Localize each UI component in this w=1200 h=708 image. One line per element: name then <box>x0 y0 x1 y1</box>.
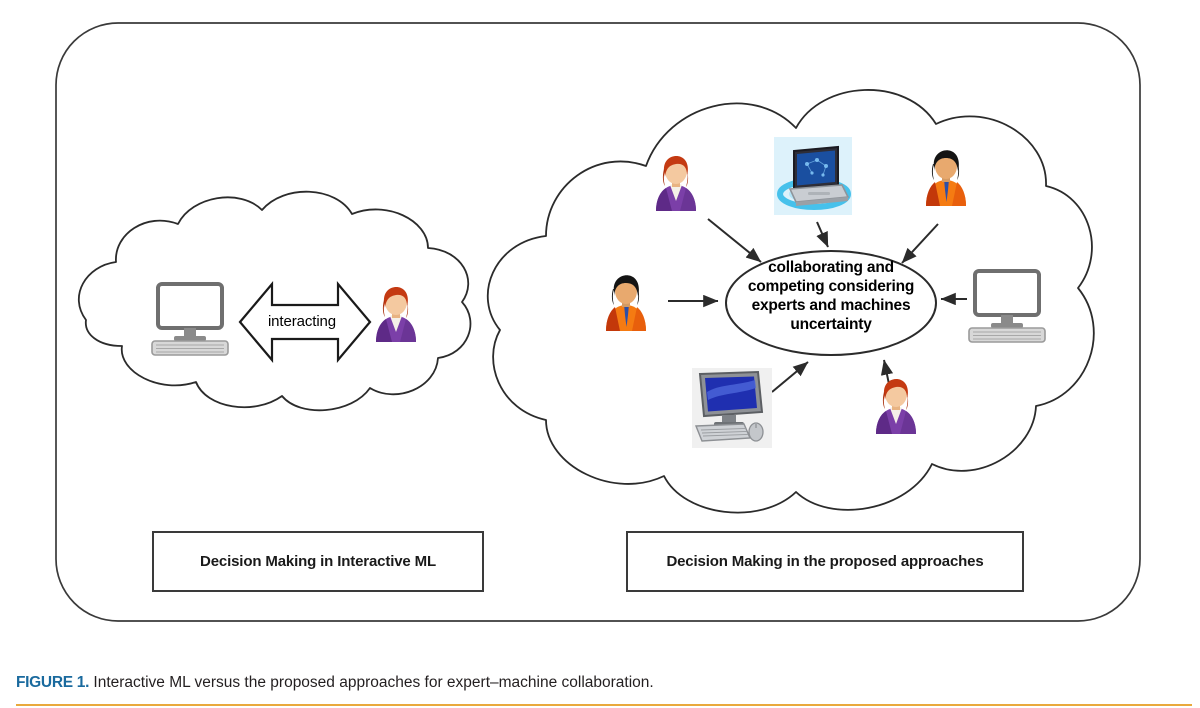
figure-diagram <box>55 22 1141 622</box>
figure-caption-prefix: FIGURE 1. <box>16 674 90 691</box>
desktop-computer-icon <box>968 269 1046 343</box>
figure-canvas: collaborating and competing considering … <box>55 22 1141 622</box>
desktop-pc-blue-icon <box>692 368 772 448</box>
figure-caption-area: FIGURE 1. Interactive ML versus the prop… <box>0 630 1200 708</box>
person-purple-icon <box>656 156 696 211</box>
person-purple-icon <box>876 379 916 434</box>
connector-bottom-left-computer <box>771 361 809 393</box>
laptop-blue-icon <box>774 137 852 215</box>
person-purple-icon <box>376 287 416 342</box>
figure-caption: FIGURE 1. Interactive ML versus the prop… <box>16 673 1196 693</box>
hub-connectors <box>668 218 967 393</box>
connector-top-right-expert <box>901 223 939 264</box>
desktop-computer-icon <box>151 282 229 356</box>
person-orange-icon <box>606 275 646 331</box>
figure-caption-body: Interactive ML versus the proposed appro… <box>89 674 654 691</box>
person-orange-icon <box>926 150 966 206</box>
legend-box-proposed-approaches: Decision Making in the proposed approach… <box>626 531 1024 592</box>
legend-label-interactive-ml: Decision Making in Interactive ML <box>200 553 436 570</box>
legend-box-interactive-ml: Decision Making in Interactive ML <box>152 531 484 592</box>
interacting-double-arrow <box>238 280 372 364</box>
collaboration-hub-ellipse <box>725 250 937 356</box>
connector-top-center-laptop <box>816 221 829 248</box>
connector-top-left-expert <box>707 218 762 263</box>
legend-label-proposed-approaches: Decision Making in the proposed approach… <box>666 553 984 570</box>
caption-divider-rule <box>16 704 1192 706</box>
